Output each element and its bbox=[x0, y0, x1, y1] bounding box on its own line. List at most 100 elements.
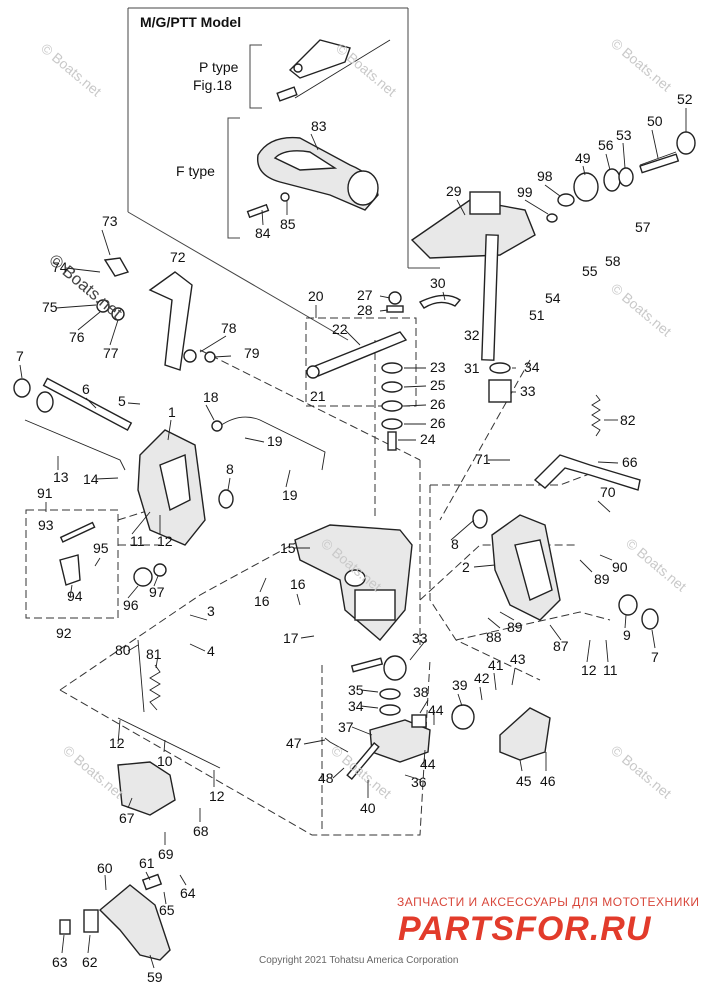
callout-36: 36 bbox=[411, 774, 427, 790]
callout-72: 72 bbox=[170, 249, 186, 265]
watermark-text: © Boats.net bbox=[608, 742, 675, 801]
callout-98: 98 bbox=[537, 168, 553, 184]
callout-85: 85 bbox=[280, 216, 296, 232]
callout-94: 94 bbox=[67, 588, 83, 604]
p-type-label: P type bbox=[199, 59, 239, 75]
callout-75: 75 bbox=[42, 299, 58, 315]
callout-38: 38 bbox=[413, 684, 429, 700]
callout-71: 71 bbox=[475, 451, 491, 467]
callout-37: 37 bbox=[338, 719, 354, 735]
callout-9: 9 bbox=[623, 627, 631, 643]
callout-8: 8 bbox=[226, 461, 234, 477]
callout-44: 44 bbox=[420, 756, 436, 772]
callout-39: 39 bbox=[452, 677, 468, 693]
callout-23: 23 bbox=[430, 359, 446, 375]
callout-12: 12 bbox=[157, 533, 173, 549]
leader-lines bbox=[19, 108, 687, 969]
watermark-text: © Boats.net bbox=[38, 40, 105, 99]
callout-4: 4 bbox=[207, 643, 215, 659]
callout-18: 18 bbox=[203, 389, 219, 405]
callout-91: 91 bbox=[37, 485, 53, 501]
callout-8: 8 bbox=[451, 536, 459, 552]
callout-62: 62 bbox=[82, 954, 98, 970]
callout-44: 44 bbox=[428, 702, 444, 718]
watermarks: © Boats.net © Boats.net © Boats.net © Bo… bbox=[38, 35, 690, 801]
callout-27: 27 bbox=[357, 287, 373, 303]
callout-25: 25 bbox=[430, 377, 446, 393]
callout-26: 26 bbox=[430, 415, 446, 431]
callout-19: 19 bbox=[282, 487, 298, 503]
callout-96: 96 bbox=[123, 597, 139, 613]
callout-51: 51 bbox=[529, 307, 545, 323]
callout-83: 83 bbox=[311, 118, 327, 134]
callout-16: 16 bbox=[290, 576, 306, 592]
callout-48: 48 bbox=[318, 770, 334, 786]
callout-29: 29 bbox=[446, 183, 462, 199]
watermark-text: © Boats.net bbox=[333, 40, 400, 99]
callout-68: 68 bbox=[193, 823, 209, 839]
callout-46: 46 bbox=[540, 773, 556, 789]
callout-24: 24 bbox=[420, 431, 436, 447]
callout-12: 12 bbox=[581, 662, 597, 678]
callout-77: 77 bbox=[103, 345, 119, 361]
callout-99: 99 bbox=[517, 184, 533, 200]
callout-6: 6 bbox=[82, 381, 90, 397]
inset-frame bbox=[127, 7, 440, 341]
callout-45: 45 bbox=[516, 773, 532, 789]
callout-65: 65 bbox=[159, 902, 175, 918]
callout-1: 1 bbox=[168, 404, 176, 420]
callout-69: 69 bbox=[158, 846, 174, 862]
callout-26: 26 bbox=[430, 396, 446, 412]
callout-55: 55 bbox=[582, 263, 598, 279]
callout-52: 52 bbox=[677, 91, 693, 107]
callout-31: 31 bbox=[464, 360, 480, 376]
callout-30: 30 bbox=[430, 275, 446, 291]
callout-40: 40 bbox=[360, 800, 376, 816]
callout-10: 10 bbox=[157, 753, 173, 769]
callout-59: 59 bbox=[147, 969, 163, 985]
callout-92: 92 bbox=[56, 625, 72, 641]
callout-34: 34 bbox=[348, 698, 364, 714]
callout-66: 66 bbox=[622, 454, 638, 470]
callout-33: 33 bbox=[412, 630, 428, 646]
model-title: M/G/PTT Model bbox=[140, 14, 241, 30]
callout-13: 13 bbox=[53, 469, 69, 485]
callout-56: 56 bbox=[598, 137, 614, 153]
callout-11: 11 bbox=[603, 662, 618, 678]
callout-67: 67 bbox=[119, 810, 135, 826]
callout-42: 42 bbox=[474, 670, 490, 686]
callout-32: 32 bbox=[464, 327, 480, 343]
callout-64: 64 bbox=[180, 885, 196, 901]
part-drawings bbox=[13, 39, 696, 961]
callout-93: 93 bbox=[38, 517, 54, 533]
callout-76: 76 bbox=[69, 329, 85, 345]
callout-89: 89 bbox=[594, 571, 610, 587]
callout-61: 61 bbox=[139, 855, 155, 871]
callout-5: 5 bbox=[118, 393, 126, 409]
callout-88: 88 bbox=[486, 629, 502, 645]
callout-22: 22 bbox=[332, 321, 348, 337]
callout-63: 63 bbox=[52, 954, 68, 970]
callout-35: 35 bbox=[348, 682, 364, 698]
callout-7: 7 bbox=[651, 649, 659, 665]
watermark-text: © Boats.net bbox=[608, 35, 675, 94]
callout-84: 84 bbox=[255, 225, 271, 241]
callout-49: 49 bbox=[575, 150, 591, 166]
callout-14: 14 bbox=[83, 471, 99, 487]
callout-43: 43 bbox=[510, 651, 526, 667]
callout-7: 7 bbox=[16, 348, 24, 364]
callout-90: 90 bbox=[612, 559, 628, 575]
callout-12: 12 bbox=[209, 788, 225, 804]
callout-53: 53 bbox=[616, 127, 632, 143]
callout-74: 74 bbox=[52, 259, 68, 275]
callout-21: 21 bbox=[310, 388, 326, 404]
callout-97: 97 bbox=[149, 584, 165, 600]
p-type-figure-ref: Fig.18 bbox=[193, 77, 232, 93]
callout-19: 19 bbox=[267, 433, 283, 449]
callout-16: 16 bbox=[254, 593, 270, 609]
callout-79: 79 bbox=[244, 345, 260, 361]
callout-81: 81 bbox=[146, 646, 162, 662]
callout-70: 70 bbox=[600, 484, 616, 500]
watermark-text: © Boats.net bbox=[608, 280, 675, 339]
callout-34: 34 bbox=[524, 359, 540, 375]
